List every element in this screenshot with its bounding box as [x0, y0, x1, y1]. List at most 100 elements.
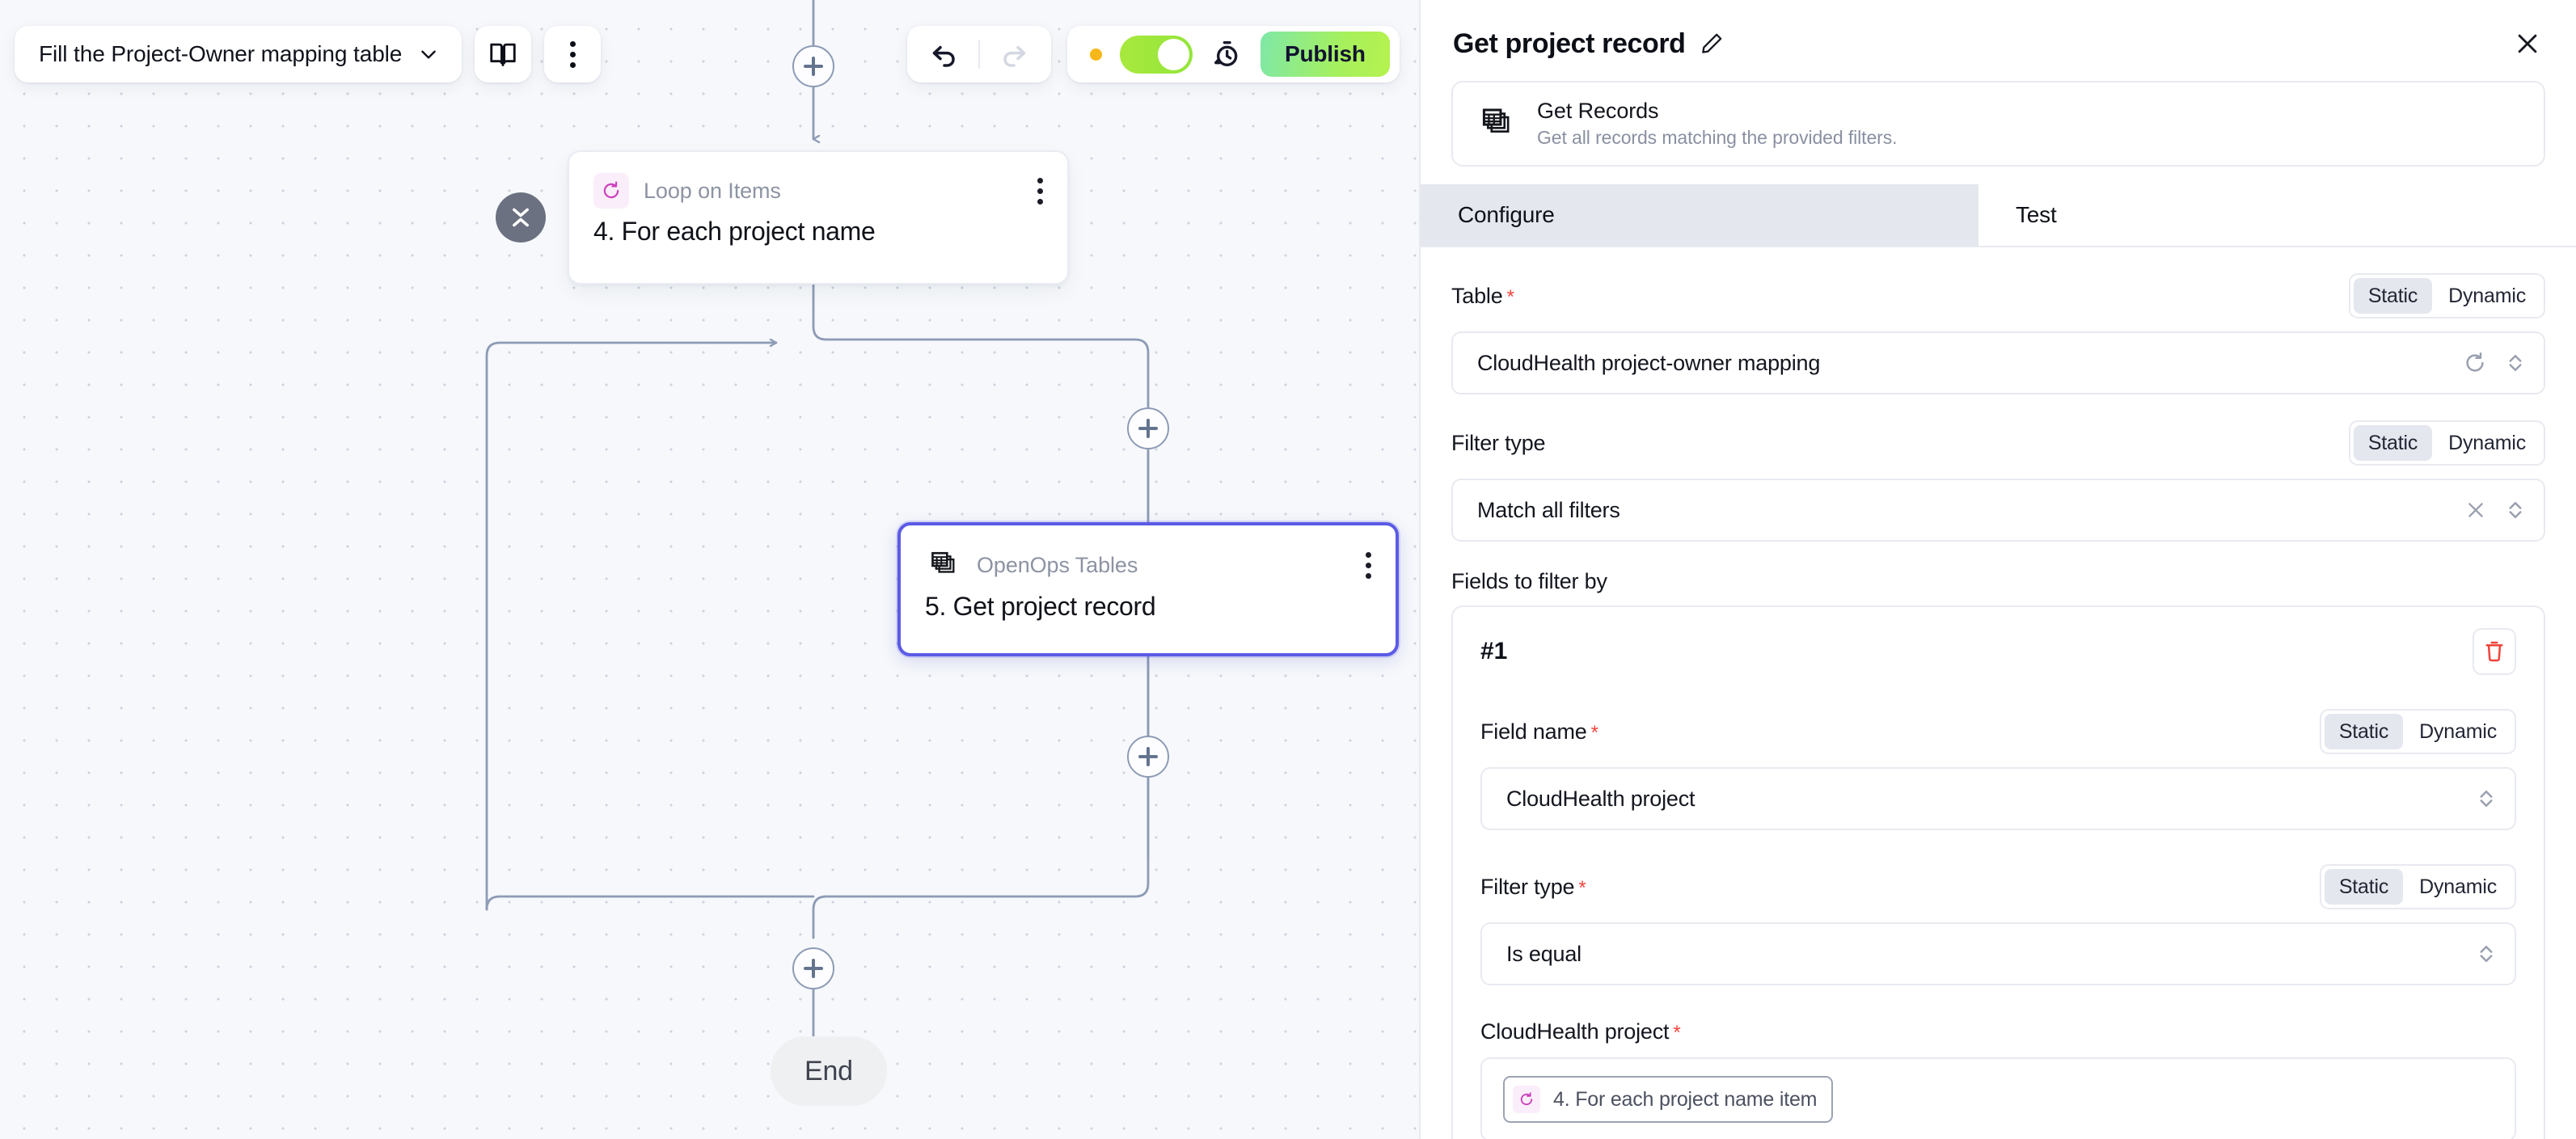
flow-more-menu-button[interactable] [544, 26, 602, 82]
filter-type-select[interactable]: Match all filters [1451, 479, 2545, 542]
table-mode-static[interactable]: Static [2353, 278, 2433, 314]
flow-name-selector[interactable]: Fill the Project-Owner mapping table [15, 26, 462, 82]
tables-icon [1476, 103, 1518, 145]
tab-test[interactable]: Test [2016, 202, 2057, 227]
action-name: Get Records [1537, 99, 1659, 123]
inner-filter-type-select[interactable]: Is equal [1480, 922, 2516, 985]
toggle-knob [1158, 38, 1189, 70]
flow-node-loop-menu[interactable] [1037, 177, 1046, 205]
table-select[interactable]: CloudHealth project-owner mapping [1451, 331, 2545, 394]
loop-icon [593, 173, 629, 209]
flow-node-loop-title: 4. For each project name [593, 217, 876, 246]
panel-header: Get project record [1421, 0, 2576, 60]
pencil-icon[interactable] [1699, 31, 1725, 57]
flow-node-tables[interactable]: OpenOps Tables 5. Get project record [897, 522, 1399, 656]
field-name-mode-static[interactable]: Static [2324, 714, 2404, 749]
step-settings-panel: Get project record [1419, 0, 2576, 1139]
token-chip[interactable]: 4. For each project name item [1503, 1076, 1834, 1123]
clear-icon[interactable] [2464, 499, 2487, 521]
tables-icon [925, 546, 962, 584]
table-mode-toggle: Static Dynamic [2348, 273, 2545, 318]
field-name-row: Field name* Static Dynamic [1480, 709, 2516, 754]
value-field-row: CloudHealth project* [1480, 1019, 2516, 1044]
flow-node-loop-kind: Loop on Items [644, 178, 781, 203]
chevron-down-icon [421, 50, 437, 59]
add-step-button-top[interactable] [792, 45, 834, 87]
more-vertical-icon [569, 40, 576, 68]
chevron-updown-icon [2509, 355, 2522, 371]
flow-name-label: Fill the Project-Owner mapping table [39, 41, 403, 66]
flow-enabled-toggle[interactable] [1120, 35, 1193, 74]
action-description: Get all records matching the provided fi… [1537, 127, 1898, 148]
panel-title: Get project record [1453, 27, 1686, 59]
field-name-select[interactable]: CloudHealth project [1480, 767, 2516, 830]
table-value: CloudHealth project-owner mapping [1477, 350, 1821, 375]
inner-filter-type-mode-dynamic[interactable]: Dynamic [2419, 875, 2497, 898]
field-name-mode-dynamic[interactable]: Dynamic [2419, 719, 2497, 743]
required-asterisk: * [1578, 876, 1586, 899]
undo-redo-group [907, 26, 1051, 82]
flow-node-loop[interactable]: Loop on Items 4. For each project name [568, 150, 1069, 285]
value-field-label: CloudHealth project* [1480, 1019, 1681, 1044]
flow-node-loop-header: Loop on Items [569, 152, 1067, 209]
table-mode-dynamic[interactable]: Dynamic [2448, 284, 2526, 307]
run-history-icon[interactable] [1210, 38, 1243, 70]
inner-filter-type-row: Filter type* Static Dynamic [1480, 864, 2516, 909]
publish-group: Publish [1067, 26, 1400, 82]
canvas-toolbar-left: Fill the Project-Owner mapping table [15, 26, 602, 82]
toolbar-divider [978, 40, 980, 69]
add-step-button-before-node[interactable] [1127, 407, 1169, 449]
trash-icon [2485, 641, 2503, 662]
flow-canvas[interactable]: Fill the Project-Owner mapping table [0, 0, 1419, 1139]
inner-filter-type-input-icons [2476, 942, 2497, 966]
required-asterisk: * [1506, 285, 1514, 308]
flow-end-node: End [771, 1036, 887, 1106]
action-card-text: Get Records Get all records matching the… [1537, 99, 1897, 149]
field-name-label: Field name* [1480, 719, 1598, 744]
table-input-icons [2463, 351, 2526, 375]
undo-icon[interactable] [928, 38, 961, 70]
flow-node-tables-menu[interactable] [1366, 551, 1375, 579]
panel-tabs: Configure Test [1421, 184, 2576, 247]
inner-filter-type-mode-static[interactable]: Static [2324, 869, 2404, 905]
redo-icon[interactable] [998, 38, 1030, 70]
chevron-updown-icon [2509, 502, 2522, 518]
value-field-input[interactable]: 4. For each project name item [1480, 1057, 2516, 1139]
filter-card-number: #1 [1480, 638, 1508, 664]
inner-filter-type-value: Is equal [1506, 941, 1581, 966]
filter-type-input-icons [2464, 498, 2526, 522]
loop-icon [1513, 1086, 1540, 1113]
add-step-button-after-node[interactable] [1127, 736, 1169, 778]
field-name-mode-toggle: Static Dynamic [2319, 709, 2516, 754]
refresh-icon[interactable] [2463, 351, 2487, 375]
filter-type-mode-static[interactable]: Static [2353, 425, 2433, 461]
required-asterisk: * [1590, 721, 1598, 744]
filter-card-header: #1 [1480, 628, 2516, 675]
canvas-toolbar-right: Publish [907, 26, 1400, 82]
add-step-button-end[interactable] [792, 947, 834, 989]
filter-type-mode-toggle: Static Dynamic [2348, 420, 2545, 466]
filter-type-value: Match all filters [1477, 497, 1620, 522]
configure-form: Table* Static Dynamic CloudHealth projec… [1421, 273, 2576, 1139]
filter-type-mode-dynamic[interactable]: Dynamic [2448, 431, 2526, 454]
fields-to-filter-by-label: Fields to filter by [1451, 569, 1607, 593]
action-card[interactable]: Get Records Get all records matching the… [1451, 81, 2545, 167]
delete-filter-button[interactable] [2473, 628, 2516, 675]
unsaved-changes-dot [1090, 48, 1102, 61]
tab-configure[interactable]: Configure [1421, 184, 1978, 246]
required-asterisk: * [1673, 1022, 1681, 1044]
collapse-icon [513, 208, 529, 227]
flow-node-tables-header: OpenOps Tables [901, 525, 1396, 584]
loop-collapse-button[interactable] [496, 192, 546, 243]
close-icon[interactable] [2511, 27, 2544, 60]
field-name-input-icons [2476, 787, 2497, 811]
filter-card: #1 Field name* Static [1451, 605, 2545, 1139]
flow-node-tables-title: 5. Get project record [925, 592, 1156, 621]
filter-type-label: Filter type [1451, 430, 1546, 455]
chevron-updown-icon [2480, 791, 2493, 807]
docs-button[interactable] [475, 26, 532, 82]
inner-filter-type-label: Filter type* [1480, 874, 1586, 899]
chevron-updown-icon [2480, 946, 2493, 962]
table-label: Table* [1451, 283, 1514, 308]
publish-button[interactable]: Publish [1261, 32, 1390, 77]
